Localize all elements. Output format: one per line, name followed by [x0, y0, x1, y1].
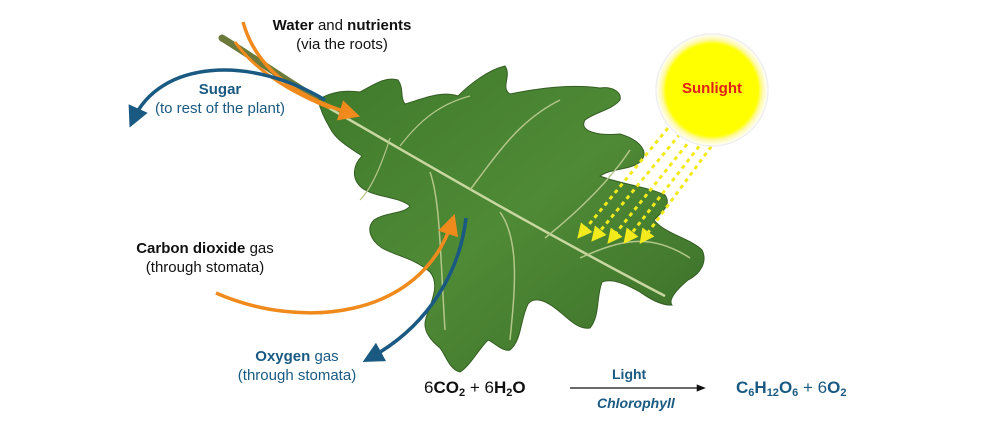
glucose-sub-o: 6 [792, 387, 799, 399]
co2-rest: gas [245, 240, 274, 257]
sugar-arrow [128, 68, 326, 128]
h2o-h: H [493, 378, 507, 397]
water-and: and [313, 17, 348, 34]
reactants: 6CO2 + 6H2O [424, 378, 526, 399]
glucose-h: H [754, 378, 767, 397]
glucose-o: O [778, 378, 793, 397]
oxygen-bold: Oxygen [255, 348, 311, 365]
oxygen-rest: gas [310, 348, 339, 365]
plus-1: + [465, 378, 485, 397]
co2-coef: 6 [424, 378, 434, 397]
sun [655, 33, 769, 147]
sunlight-label: Sunlight [682, 80, 742, 97]
h2o-o: O [512, 378, 526, 397]
leaf-midrib [321, 102, 666, 298]
glucose-sub-c: 6 [748, 387, 755, 399]
glucose-sub-h: 12 [766, 387, 779, 399]
water-arrow [241, 21, 361, 121]
oxygen-arrow [362, 217, 468, 363]
nutrients-bold: nutrients [347, 17, 412, 34]
oxygen-label: Oxygen gas (through stomata) [222, 347, 372, 385]
water-label: Water and nutrients (via the roots) [262, 16, 422, 54]
light-label: Light [612, 366, 647, 382]
sugar-label: Sugar (to rest of the plant) [140, 80, 300, 118]
oxygen-o: O [827, 378, 841, 397]
co2-sub: (through stomata) [145, 259, 265, 276]
co2-formula: CO [433, 378, 459, 397]
chlorophyll-label: Chlorophyll [597, 395, 675, 411]
sugar-sub: (to rest of the plant) [154, 100, 286, 117]
sun-rays [577, 127, 718, 245]
co2-bold: Carbon dioxide [136, 240, 246, 257]
oxygen-sub: (through stomata) [237, 367, 357, 384]
h2o-coef: 6 [484, 378, 494, 397]
oak-leaf [317, 65, 705, 373]
plus-2: + 6 [798, 378, 828, 397]
oxygen-sub: 2 [840, 387, 847, 399]
water-sub: (via the roots) [296, 36, 388, 53]
co2-label: Carbon dioxide gas (through stomata) [120, 239, 290, 277]
h2o-sub: 2 [506, 387, 513, 399]
co2-arrow [215, 214, 459, 315]
water-bold: Water [272, 17, 314, 34]
sugar-bold: Sugar [198, 81, 242, 98]
co2-sub: 2 [458, 387, 466, 399]
glucose-c: C [736, 378, 749, 397]
products: C6H12O6 + 6O2 [736, 378, 847, 399]
